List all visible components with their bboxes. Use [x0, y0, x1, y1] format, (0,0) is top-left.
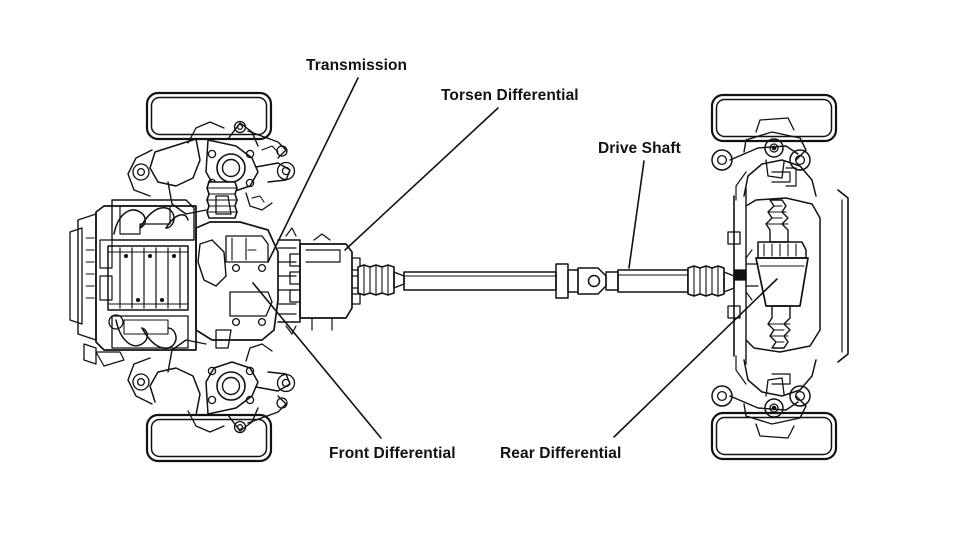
leader-line-torsen-differential — [344, 107, 499, 251]
leader-line-rear-differential — [613, 278, 778, 438]
rear-assembly — [710, 93, 849, 461]
label-torsen-differential: Torsen Differential — [441, 87, 579, 104]
rear-differential-housing — [733, 199, 809, 349]
front-half-shafts — [206, 181, 238, 349]
transmission-housing — [195, 221, 301, 341]
front-right-suspension — [127, 339, 296, 434]
torsen-differential — [289, 233, 361, 331]
label-drive-shaft: Drive Shaft — [598, 140, 681, 157]
leader-lines — [252, 77, 778, 439]
label-transmission: Transmission — [306, 57, 408, 74]
leader-line-transmission — [267, 77, 359, 263]
label-front-differential: Front Differential — [329, 445, 456, 462]
engine-block — [69, 199, 197, 367]
leader-line-front-differential — [252, 282, 382, 439]
rear-right-suspension — [711, 355, 817, 439]
rear-left-suspension — [711, 117, 817, 201]
label-rear-differential: Rear Differential — [500, 445, 622, 462]
driveshaft-assembly — [357, 263, 735, 299]
leader-line-drive-shaft — [628, 160, 645, 269]
front-left-suspension — [127, 120, 296, 215]
front-assembly — [69, 91, 361, 463]
